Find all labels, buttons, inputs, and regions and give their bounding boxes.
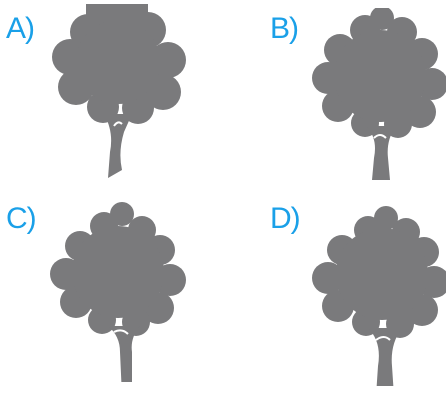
tree-a-icon[interactable] <box>48 2 188 182</box>
option-b-label[interactable]: B) <box>270 12 299 45</box>
option-a-label[interactable]: A) <box>6 12 35 45</box>
option-c-label[interactable]: C) <box>6 202 37 235</box>
option-d-label[interactable]: D) <box>270 202 301 235</box>
tree-d-icon[interactable] <box>312 206 446 386</box>
tree-b-icon[interactable] <box>310 8 446 188</box>
tree-c-icon[interactable] <box>46 202 186 382</box>
